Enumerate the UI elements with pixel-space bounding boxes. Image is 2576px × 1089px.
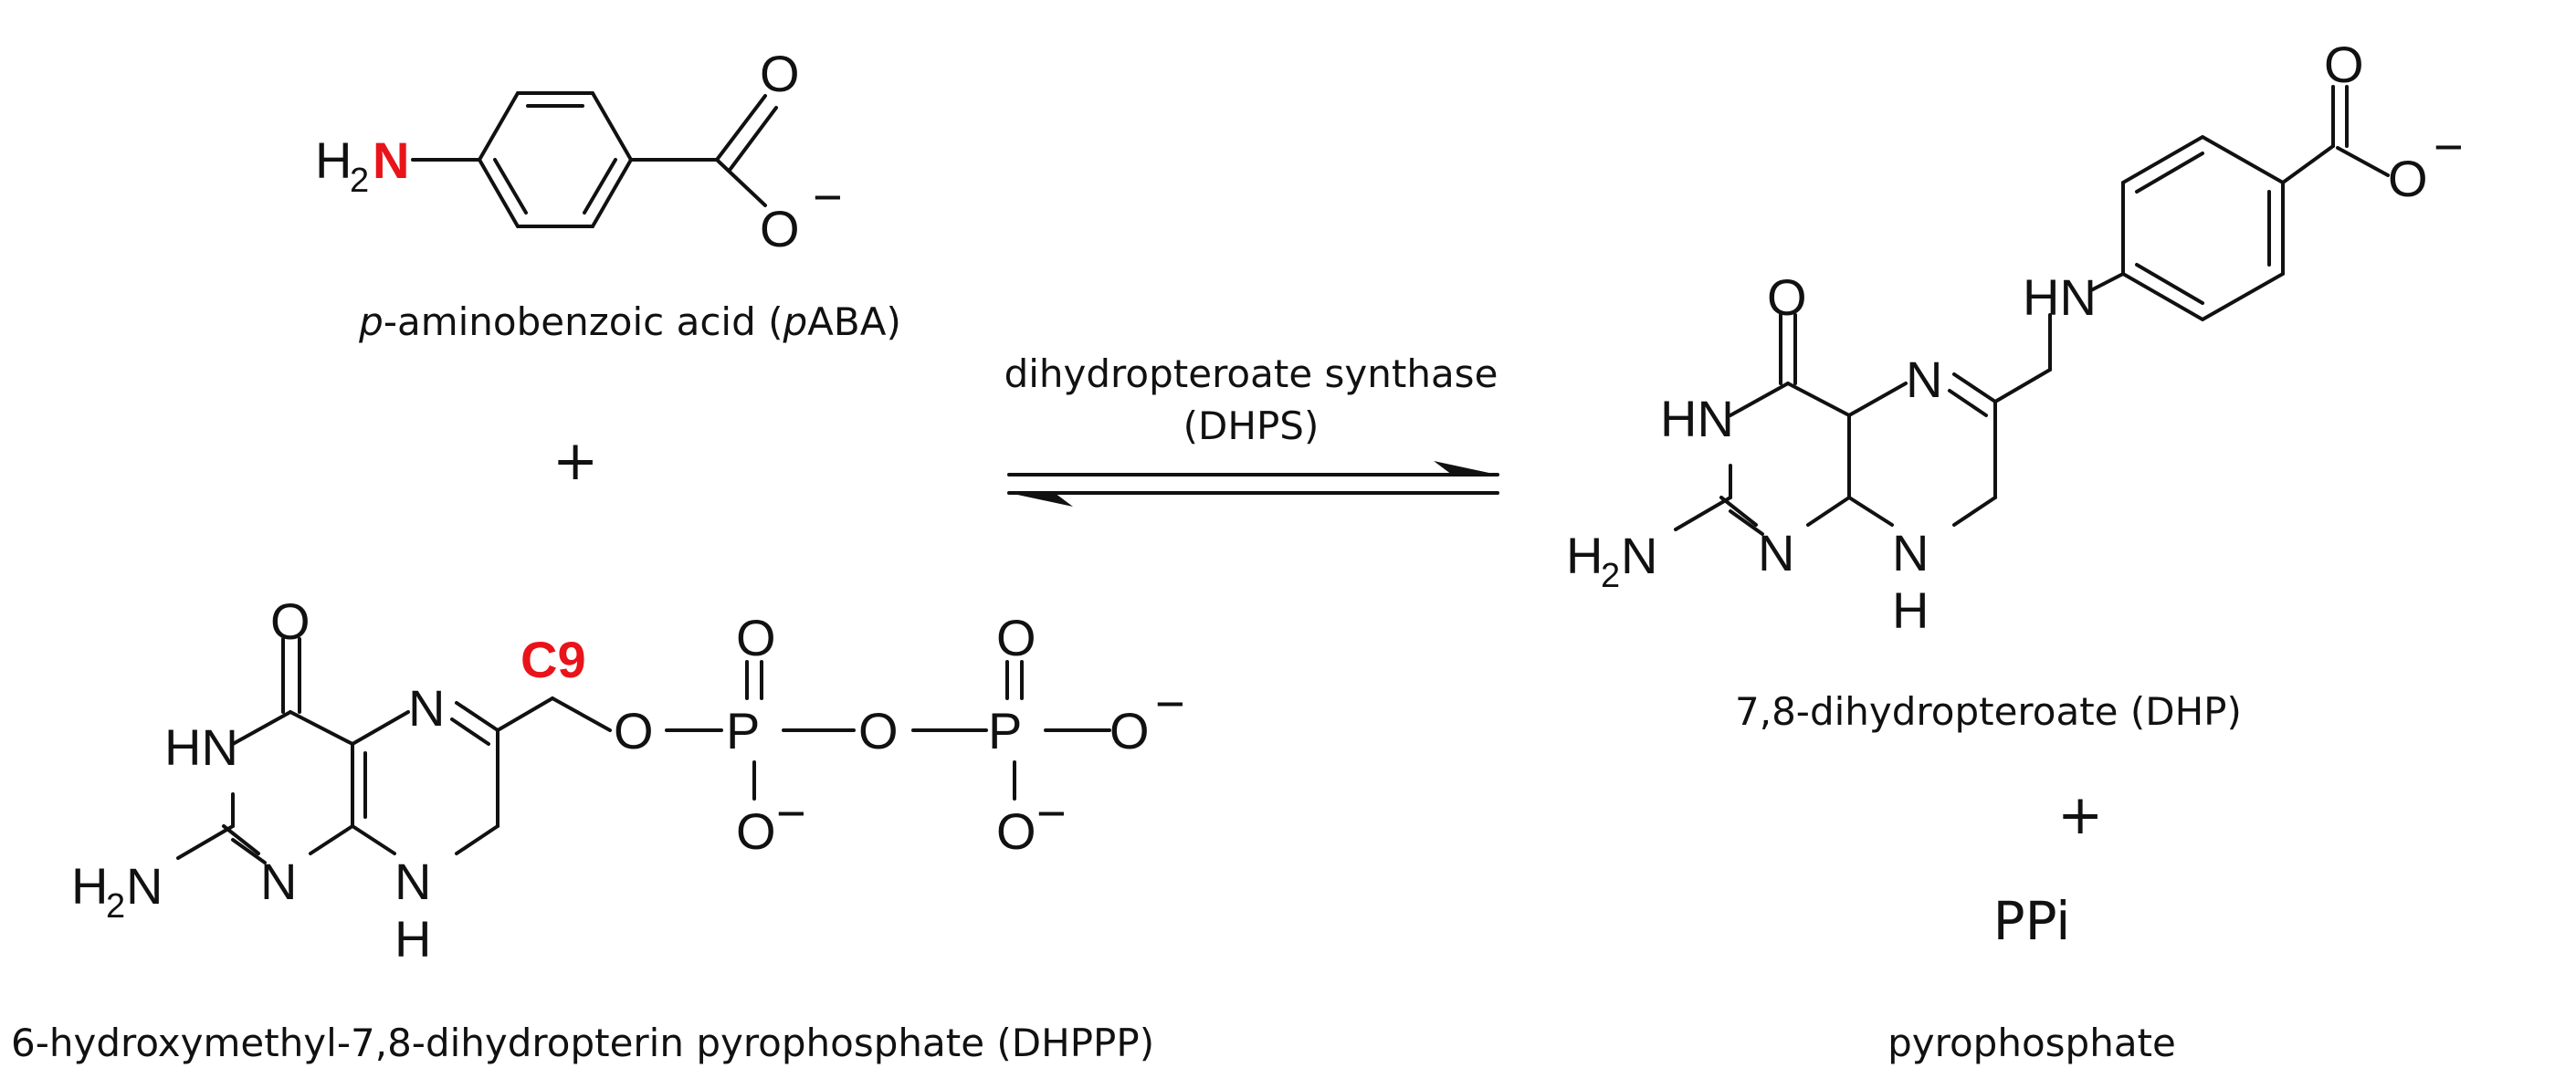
dhp-hn-link: HN (2023, 268, 2097, 326)
dhppp-caption: 6-hydroxymethyl-7,8-dihydropterin pyroph… (11, 1021, 1155, 1065)
dhppp-c9-highlight: C9 (520, 631, 586, 688)
dhp-structure: O HN N H 2 N N N H HN O O − (1566, 36, 2464, 639)
equilibrium-arrow (1007, 461, 1499, 507)
paba-n-highlight: N (373, 131, 409, 189)
dhp-h2n-sub: 2 (1601, 557, 1620, 595)
dhp-n-low: N (1758, 524, 1794, 581)
dhp-o2: O (2388, 150, 2428, 207)
dhp-h2n-h: H (1566, 527, 1603, 584)
dhppp-n-low: N (260, 853, 297, 910)
dhppp-o-p2-charge: − (1036, 784, 1067, 842)
dhppp-o-bridge: O (858, 702, 899, 759)
dhp-caption: 7,8-dihydropteroate (DHP) (1735, 689, 2242, 734)
ppi-formula: PPi (1992, 890, 2071, 952)
dhppp-o-p2-bot: O (996, 802, 1036, 860)
dhp-nh-h: H (1892, 581, 1929, 639)
dhppp-n-ring: N (408, 679, 445, 737)
dhppp-o-p1-charge: − (776, 784, 806, 842)
dhppp-nh-h: H (394, 910, 431, 968)
dhppp-h2n-h: H (71, 857, 108, 915)
dhppp-h2n-n: N (126, 857, 163, 915)
dhp-o-top: O (1767, 268, 1807, 326)
dhppp-o-top: O (270, 592, 310, 650)
dhppp-p1: P (726, 702, 760, 759)
paba-o1: O (760, 45, 800, 102)
ppi-caption: pyrophosphate (1887, 1021, 2176, 1065)
enzyme-name: dihydropteroate synthase (1004, 351, 1498, 396)
dhp-nh-n: N (1892, 524, 1929, 581)
dhppp-hn: HN (164, 718, 238, 776)
paba-h-sub: 2 (350, 162, 369, 200)
dhp-h2n-n: N (1621, 527, 1657, 584)
dhppp-o-end: O (1109, 702, 1150, 759)
dhp-charge: − (2434, 118, 2464, 175)
dhppp-nh-n: N (394, 853, 431, 910)
dhppp-o-end-charge: − (1155, 675, 1185, 732)
paba-charge: − (813, 168, 843, 225)
dhp-o1: O (2324, 36, 2364, 93)
dhppp-o-p1-bot: O (736, 802, 776, 860)
enzyme-abbrev: (DHPS) (1183, 403, 1320, 448)
dhp-n-ring: N (1906, 351, 1942, 408)
dhppp-structure: O HN N H 2 N N N H C9 O P O P O − O O − … (71, 592, 1185, 968)
paba-caption: p-aminobenzoic acid (pABA) (356, 299, 904, 344)
paba-caption-mid: -aminobenzoic acid ( (383, 299, 783, 344)
paba-h: H (315, 131, 352, 189)
dhppp-p2: P (988, 702, 1022, 759)
dhppp-h2n-sub: 2 (106, 887, 125, 926)
paba-caption-suffix: ABA) (807, 299, 901, 344)
paba-structure: H 2 N O O − (315, 45, 843, 257)
dhppp-o-p2-top: O (996, 609, 1036, 666)
plus-sign-left: + (552, 429, 599, 493)
dhppp-o-link: O (614, 702, 654, 759)
paba-o2: O (760, 200, 800, 257)
dhppp-o-p1-top: O (736, 609, 776, 666)
paba-caption-italic-p2: p (783, 299, 808, 344)
plus-sign-right: + (2057, 783, 2104, 847)
dhp-hn: HN (1660, 390, 1734, 447)
paba-caption-italic-p: p (359, 299, 384, 344)
